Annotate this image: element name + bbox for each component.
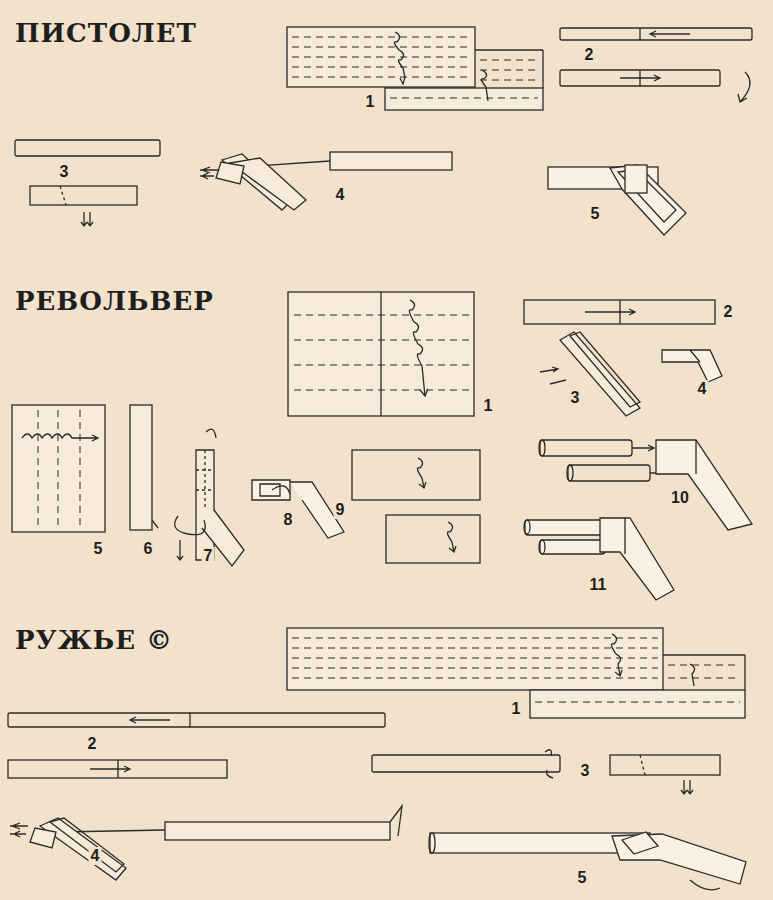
step-number: 7 — [202, 547, 215, 565]
section-heading: РЕВОЛЬВЕР — [15, 288, 214, 314]
step-number: 2 — [86, 735, 99, 753]
step-number: 5 — [589, 205, 602, 223]
step-number: 4 — [696, 380, 709, 398]
step-number: 11 — [588, 576, 609, 594]
section-heading: ПИСТОЛЕТ — [15, 20, 197, 46]
step-number: 6 — [142, 540, 155, 558]
step-number: 10 — [669, 489, 691, 507]
step-number: 4 — [89, 847, 102, 865]
step-number: 3 — [569, 389, 582, 407]
step-number: 2 — [583, 46, 596, 64]
step-number: 4 — [334, 186, 347, 204]
step-number: 1 — [482, 397, 495, 415]
step-number: 1 — [510, 700, 523, 718]
step-number: 8 — [282, 511, 295, 529]
step-number: 5 — [92, 540, 105, 558]
step-number: 3 — [58, 163, 71, 181]
step-number: 1 — [364, 93, 377, 111]
step-number: 3 — [579, 762, 592, 780]
section-heading: РУЖЬЕ © — [15, 627, 173, 653]
step-number: 5 — [576, 869, 589, 887]
step-number: 2 — [722, 303, 735, 321]
step-number: 9 — [334, 501, 347, 519]
